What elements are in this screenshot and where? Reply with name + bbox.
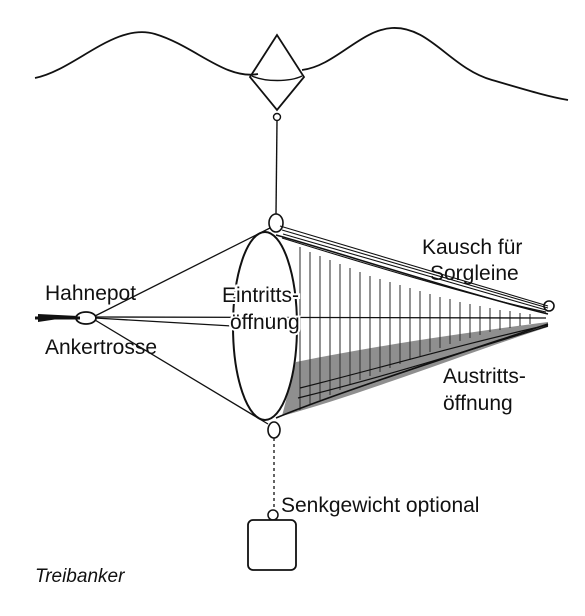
bottom-ring: [267, 421, 281, 439]
water-surface-line: [34, 27, 569, 101]
top-ring: [268, 213, 284, 233]
anchor-rope: [35, 311, 97, 325]
label-eintritts-line2: öffnung: [230, 311, 300, 334]
buoy-icon: [248, 33, 306, 122]
label-austritts-line2: öffnung: [443, 392, 513, 415]
buoy-line: [275, 120, 278, 215]
label-eintritts-line1: Eintritts-: [222, 284, 299, 307]
drogue-cone: [275, 234, 549, 419]
label-ankertrosse: Ankertrosse: [45, 336, 157, 359]
rope-thimble-icon: [75, 311, 97, 325]
bridle-hahnepot: [94, 227, 547, 425]
entry-opening-ring: [232, 231, 298, 421]
label-austritts-line1: Austritts-: [443, 365, 526, 388]
label-kausch-line1: Kausch für: [422, 236, 522, 259]
sinker-weight: [247, 519, 297, 571]
trip-lines: [279, 225, 549, 311]
label-senkgewicht: Senkgewicht optional: [281, 494, 479, 517]
label-hahnepot: Hahnepot: [45, 282, 136, 305]
sinker-ring: [267, 509, 279, 521]
kausch-thimble-icon: [543, 300, 555, 312]
caption-treibanker: Treibanker: [35, 566, 125, 587]
label-kausch-line2: Sorgleine: [430, 262, 519, 285]
